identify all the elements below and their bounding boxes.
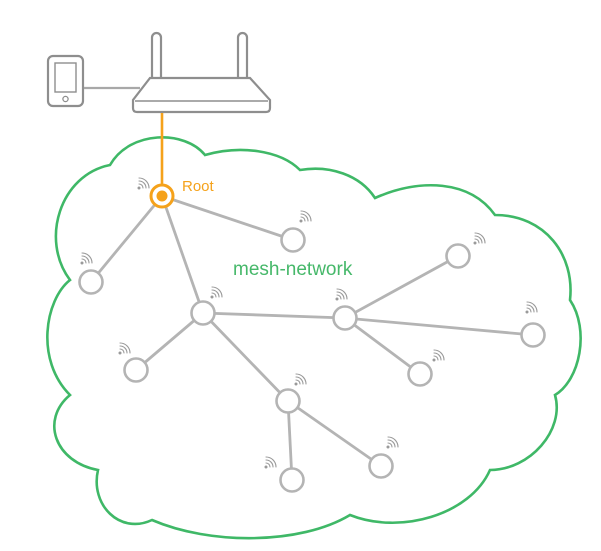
mesh-node — [78, 269, 104, 295]
mesh-node — [332, 305, 358, 331]
mesh-node — [407, 361, 433, 387]
mesh-node — [445, 243, 471, 269]
wifi-icon — [335, 288, 348, 301]
wifi-icon — [432, 349, 445, 362]
edge-n5-n7 — [286, 399, 294, 482]
wifi-icon — [137, 177, 150, 190]
wifi-icon — [525, 301, 538, 314]
wifi-icon — [299, 210, 312, 223]
wifi-icon — [264, 456, 277, 469]
mesh-node — [368, 453, 394, 479]
wifi-icon — [473, 232, 486, 245]
mesh-network-cloud — [46, 136, 582, 540]
mesh-node — [123, 357, 149, 383]
edge-n6-n9 — [343, 316, 422, 376]
root-node — [149, 183, 175, 209]
edge-root-n2 — [160, 194, 295, 242]
root-label: Root — [182, 178, 214, 195]
wifi-icon — [386, 436, 399, 449]
wifi-icons — [80, 177, 538, 469]
wifi-icon — [118, 342, 131, 355]
edge-n3-n4 — [134, 311, 205, 372]
mesh-network-label: mesh-network — [233, 259, 353, 280]
edge-root-n1 — [89, 194, 164, 284]
edge-n3-n6 — [201, 311, 347, 320]
mesh-node — [279, 467, 305, 493]
mesh-edges — [89, 194, 535, 482]
wifi-icon — [210, 286, 223, 299]
wifi-icon — [294, 373, 307, 386]
mesh-node — [275, 388, 301, 414]
mesh-node — [190, 300, 216, 326]
router-icon — [131, 31, 272, 114]
wifi-icon — [80, 252, 93, 265]
edge-n6-n10 — [343, 254, 460, 320]
mesh-nodes — [78, 227, 546, 493]
mesh-node — [280, 227, 306, 253]
mesh-node — [520, 322, 546, 348]
edge-root-n3 — [160, 194, 205, 315]
edge-n6-n11 — [343, 316, 535, 337]
tablet-icon — [46, 54, 85, 108]
edge-n5-n8 — [286, 399, 383, 468]
edge-n3-n5 — [201, 311, 290, 403]
